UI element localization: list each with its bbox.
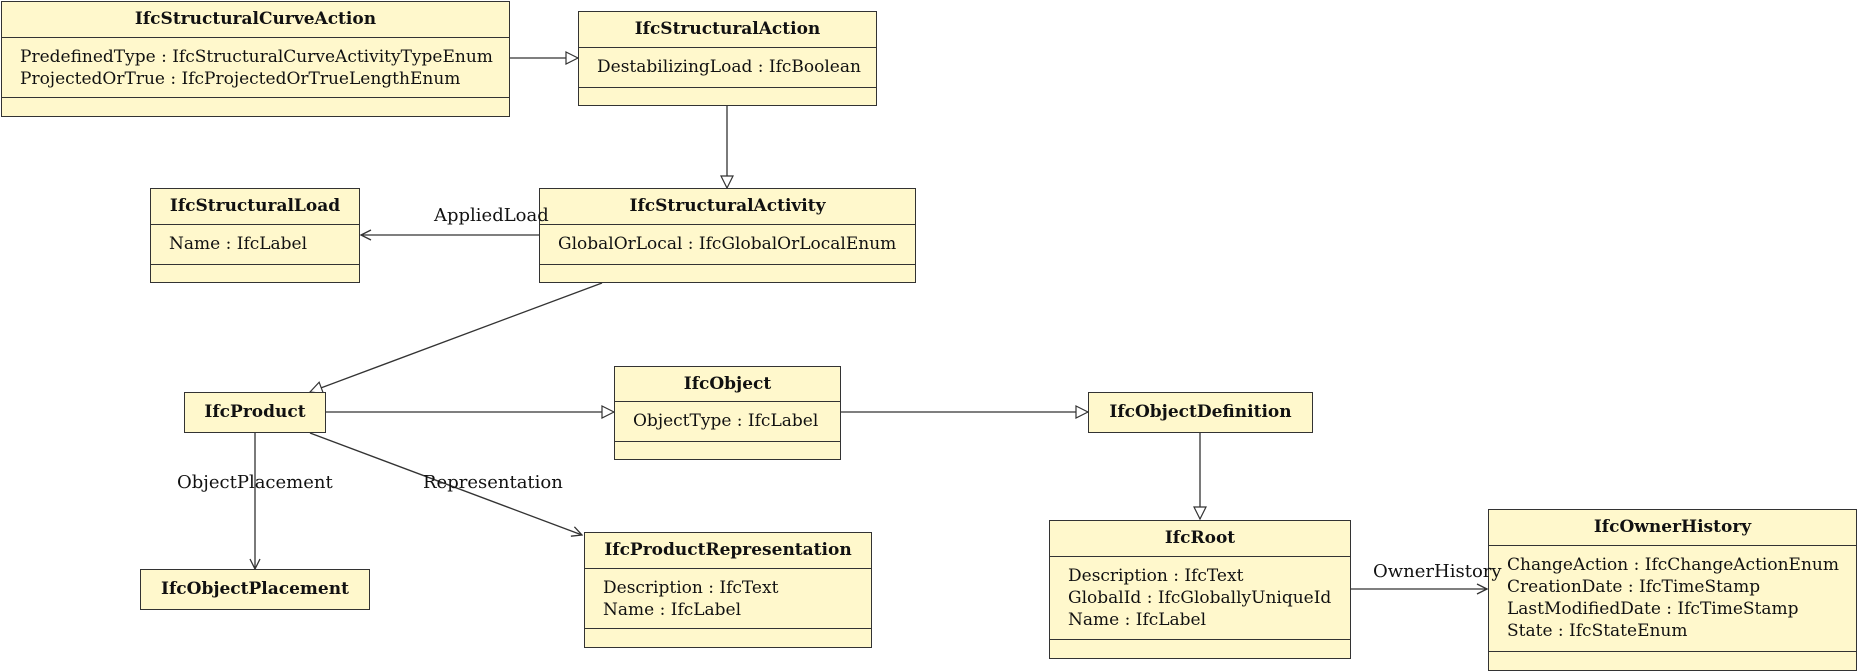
class-name: IfcObjectDefinition xyxy=(1109,402,1292,422)
class-name: IfcStructuralAction xyxy=(634,19,821,39)
class-attributes: ChangeAction : IfcChangeActionEnum Creat… xyxy=(1489,545,1856,651)
class-operations xyxy=(1489,651,1856,671)
attribute: State : IfcStateEnum xyxy=(1507,621,1688,641)
class-operations xyxy=(540,264,915,284)
attribute: Description : IfcText xyxy=(1068,566,1244,586)
class-ifcproduct: IfcProduct xyxy=(184,392,326,433)
association-representation xyxy=(309,432,582,535)
class-operations xyxy=(615,441,840,461)
attribute: Name : IfcLabel xyxy=(169,234,308,254)
attribute: Name : IfcLabel xyxy=(1068,610,1207,630)
association-label-objectplacement: ObjectPlacement xyxy=(177,472,333,493)
class-ifcobject: IfcObject ObjectType : IfcLabel xyxy=(614,366,841,460)
class-ifcstructuralcurveaction: IfcStructuralCurveAction PredefinedType … xyxy=(1,1,510,117)
attribute: ObjectType : IfcLabel xyxy=(633,411,819,431)
class-ifcownerhistory: IfcOwnerHistory ChangeAction : IfcChange… xyxy=(1488,509,1857,671)
class-ifcstructuralload: IfcStructuralLoad Name : IfcLabel xyxy=(150,188,360,283)
class-name: IfcObject xyxy=(683,374,772,394)
attribute: Name : IfcLabel xyxy=(603,600,742,620)
attribute: GlobalOrLocal : IfcGlobalOrLocalEnum xyxy=(558,234,897,254)
class-ifcobjectdefinition: IfcObjectDefinition xyxy=(1088,392,1313,433)
class-name: IfcRoot xyxy=(1164,528,1236,548)
association-label-ownerhistory: OwnerHistory xyxy=(1373,561,1502,582)
association-label-representation: Representation xyxy=(423,472,563,493)
class-attributes: Description : IfcText Name : IfcLabel xyxy=(585,568,871,628)
class-ifcroot: IfcRoot Description : IfcText GlobalId :… xyxy=(1049,520,1351,659)
class-operations xyxy=(2,97,509,117)
association-label-appliedload: AppliedLoad xyxy=(434,205,549,226)
class-operations xyxy=(585,628,871,648)
class-attributes: ObjectType : IfcLabel xyxy=(615,401,840,441)
attribute: ProjectedOrTrue : IfcProjectedOrTrueLeng… xyxy=(20,69,461,89)
generalization-activity-to-product xyxy=(310,282,603,392)
class-ifcstructuralaction: IfcStructuralAction DestabilizingLoad : … xyxy=(578,11,877,106)
class-attributes: DestabilizingLoad : IfcBoolean xyxy=(579,47,876,87)
class-operations xyxy=(1050,639,1350,659)
class-name: IfcStructuralLoad xyxy=(169,196,341,216)
class-name: IfcObjectPlacement xyxy=(161,579,349,599)
class-attributes: PredefinedType : IfcStructuralCurveActiv… xyxy=(2,37,509,97)
class-name: IfcStructuralActivity xyxy=(629,196,826,216)
class-ifcproductrepresentation: IfcProductRepresentation Description : I… xyxy=(584,532,872,648)
attribute: ChangeAction : IfcChangeActionEnum xyxy=(1507,555,1839,575)
attribute: LastModifiedDate : IfcTimeStamp xyxy=(1507,599,1799,619)
attribute: CreationDate : IfcTimeStamp xyxy=(1507,577,1761,597)
class-ifcstructuralactivity: IfcStructuralActivity GlobalOrLocal : If… xyxy=(539,188,916,283)
class-attributes: Name : IfcLabel xyxy=(151,224,359,264)
class-attributes: Description : IfcText GlobalId : IfcGlob… xyxy=(1050,556,1350,639)
class-operations xyxy=(579,87,876,107)
class-name: IfcProduct xyxy=(204,402,306,422)
class-name: IfcStructuralCurveAction xyxy=(134,9,377,29)
class-attributes: GlobalOrLocal : IfcGlobalOrLocalEnum xyxy=(540,224,915,264)
class-operations xyxy=(151,264,359,284)
attribute: Description : IfcText xyxy=(603,578,779,598)
attribute: DestabilizingLoad : IfcBoolean xyxy=(597,57,861,77)
attribute: GlobalId : IfcGloballyUniqueId xyxy=(1068,588,1332,608)
class-name: IfcProductRepresentation xyxy=(604,540,852,560)
class-ifcobjectplacement: IfcObjectPlacement xyxy=(140,569,370,610)
attribute: PredefinedType : IfcStructuralCurveActiv… xyxy=(20,47,493,67)
class-name: IfcOwnerHistory xyxy=(1593,517,1752,537)
